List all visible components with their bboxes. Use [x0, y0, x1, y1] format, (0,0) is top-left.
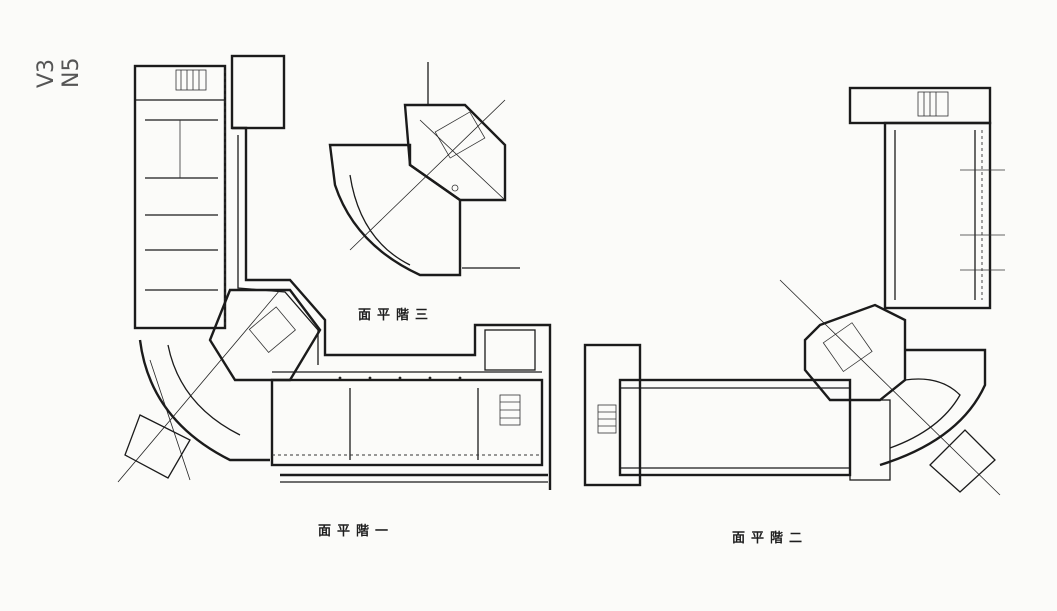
- floor-2-east-wing: [883, 121, 992, 310]
- entrance-porch: [124, 414, 191, 479]
- floor-2-curved-wing: [879, 348, 987, 467]
- floor-2-west-wing: [618, 378, 852, 477]
- floor-3-title: 面平階三: [358, 308, 435, 323]
- stair-floor-2: [822, 322, 873, 373]
- floor-2-end-block: [583, 343, 642, 487]
- floor-plan-3: [328, 62, 520, 277]
- floor-plan-2: [583, 86, 1005, 496]
- stair-north-wing: [175, 69, 207, 91]
- corner-hall: [208, 288, 322, 382]
- floor-2-porch: [929, 429, 996, 493]
- east-wing-outline: [270, 378, 544, 467]
- floor-2-north-block: [848, 86, 992, 125]
- north-wing-outline: [133, 64, 227, 330]
- floor-2-title: 面平階二: [732, 531, 809, 546]
- handwritten-annotation: V3 N5: [34, 57, 84, 88]
- curved-arm-outer: [138, 339, 270, 462]
- floor-plan-1: [117, 54, 552, 490]
- floor-3-wing: [328, 143, 462, 277]
- stair-floor-3: [434, 111, 486, 159]
- stair-corner: [248, 306, 296, 353]
- north-annex: [230, 54, 286, 130]
- floor-1-title: 面平階一: [318, 524, 395, 539]
